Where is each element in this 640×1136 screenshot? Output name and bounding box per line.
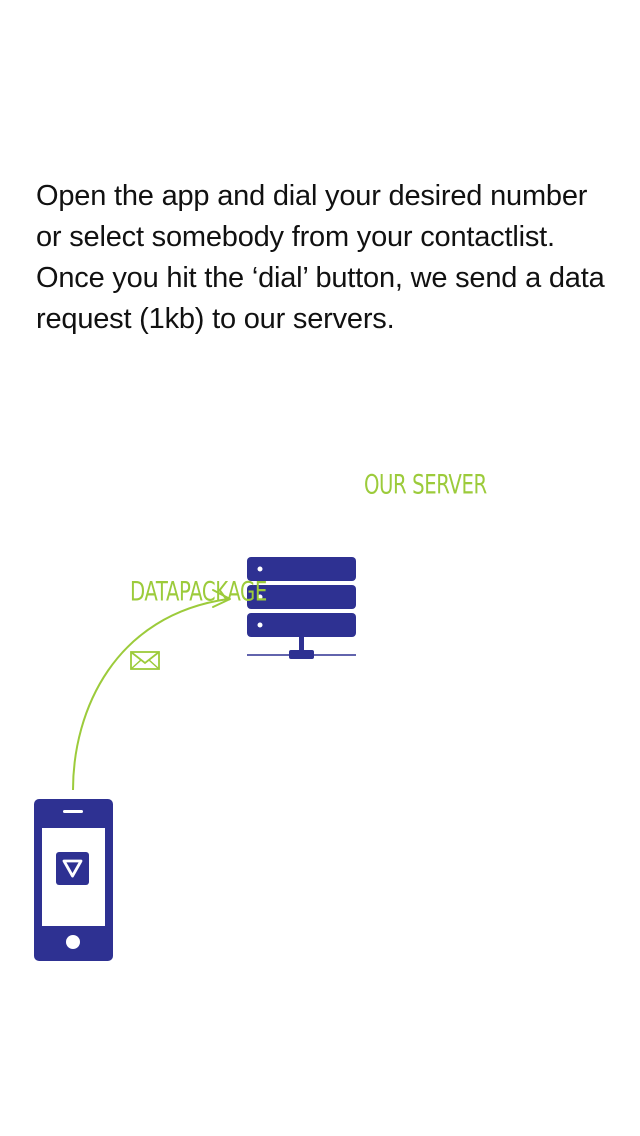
- server-icon: [247, 557, 356, 659]
- server-label: OUR SERVER: [364, 470, 487, 501]
- envelope-icon: [130, 651, 160, 670]
- phone-icon: [34, 799, 113, 961]
- server-unit-top: [247, 557, 356, 581]
- app-logo-icon: [56, 852, 89, 885]
- arrow-icon: [72, 589, 231, 791]
- server-unit-middle: [247, 585, 356, 609]
- intro-text: Open the app and dial your desired numbe…: [36, 180, 605, 335]
- server-unit-bottom: [247, 613, 356, 637]
- datapackage-label: DATAPACKAGE: [130, 577, 267, 608]
